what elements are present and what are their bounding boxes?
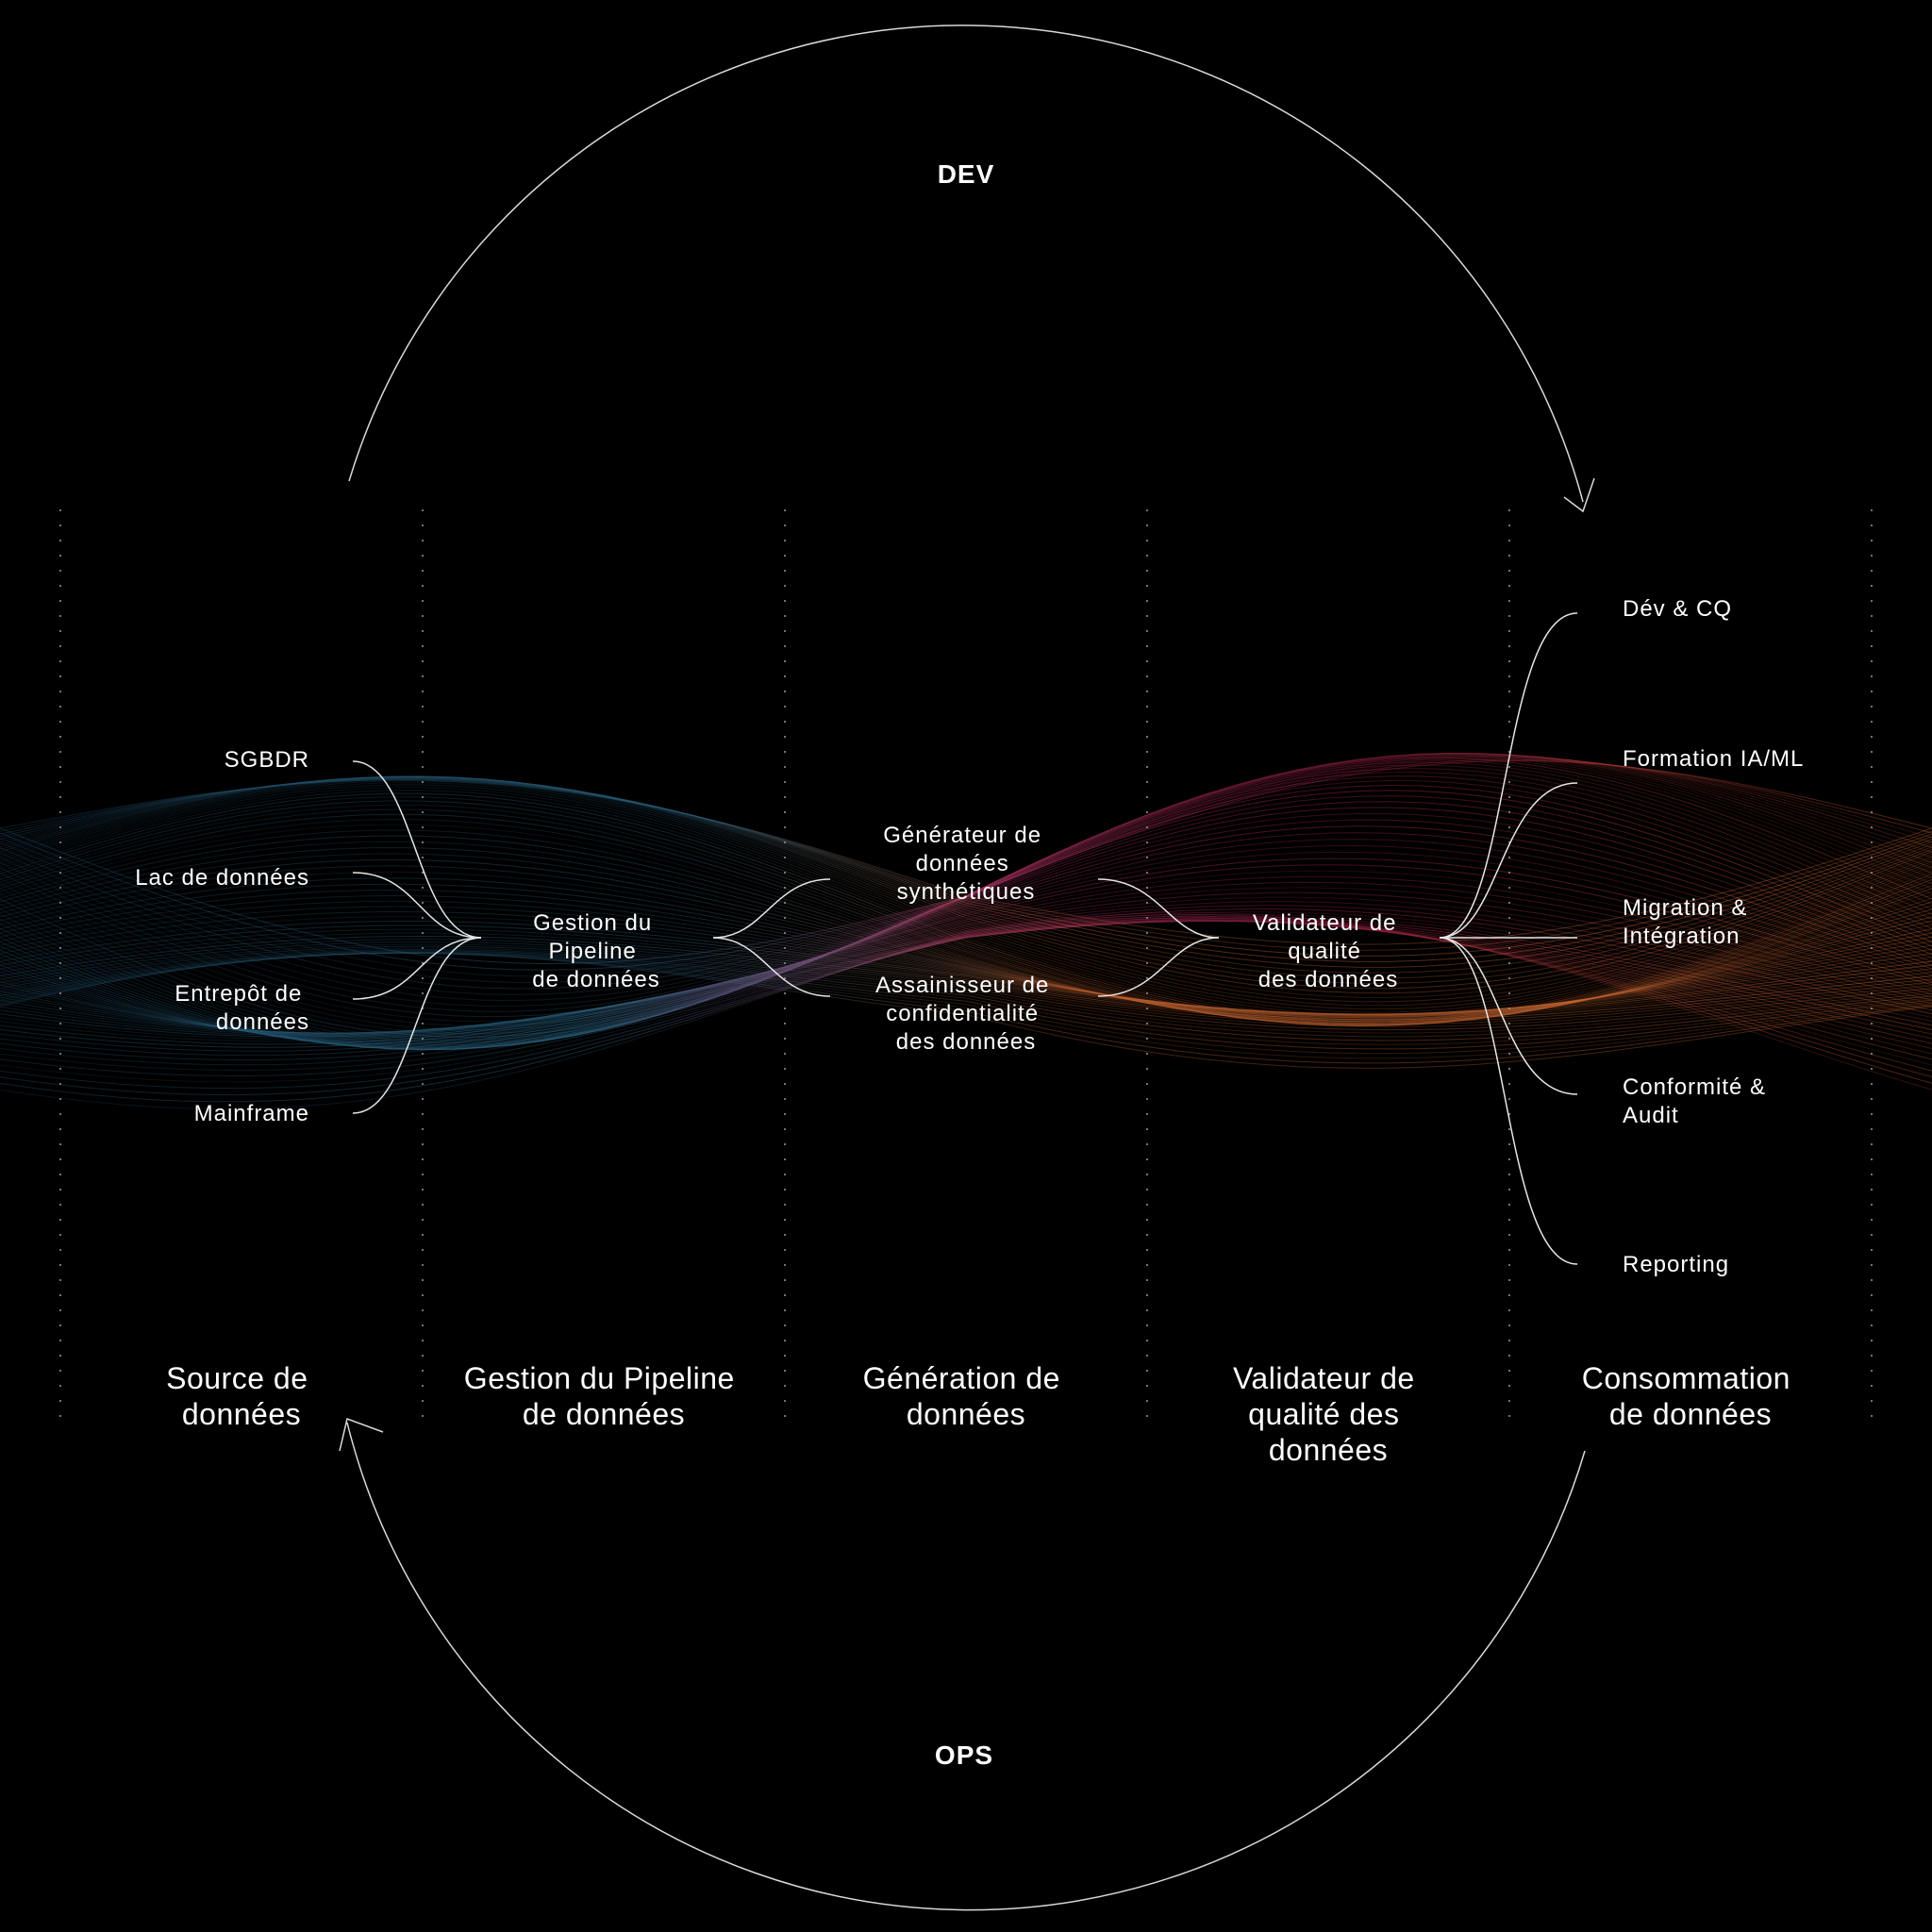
- consumer-reporting: Reporting: [1623, 1252, 1729, 1277]
- stage-generation: Génération de données: [863, 1361, 1070, 1431]
- stage-labels: Source de données Gestion du Pipeline de…: [166, 1361, 1799, 1467]
- generateur-node-label: Générateur de données synthétiques: [883, 823, 1048, 905]
- dev-cycle-arc: [349, 25, 1583, 502]
- ops-label: OPS: [935, 1740, 993, 1770]
- consumer-conformite: Conformité & Audit: [1623, 1074, 1774, 1128]
- connector-lac: [353, 873, 481, 938]
- consumer-formation: Formation IA/ML: [1623, 746, 1804, 772]
- source-mainframe: Mainframe: [194, 1101, 309, 1126]
- stage-pipeline: Gestion du Pipeline de données: [464, 1361, 743, 1431]
- source-lac: Lac de données: [135, 865, 309, 891]
- ops-arrowhead-icon: [340, 1419, 383, 1451]
- validateur-node-label: Validateur de qualité des données: [1253, 910, 1404, 992]
- consumer-dev-cq: Dév & CQ: [1623, 596, 1732, 622]
- dev-arrowhead-icon: [1564, 478, 1594, 511]
- assainisseur-node-label: Assainisseur de confidentialité des donn…: [875, 973, 1057, 1055]
- ops-cycle-arc: [347, 1423, 1585, 1910]
- pipeline-node-label: Gestion du Pipeline de données: [532, 910, 659, 992]
- stage-validateur: Validateur de qualité des données: [1233, 1361, 1424, 1467]
- source-sgbdr: SGBDR: [225, 747, 309, 773]
- stage-source: Source de données: [166, 1361, 317, 1431]
- stage-consommation: Consommation de données: [1582, 1361, 1800, 1431]
- dev-label: DEV: [938, 159, 995, 189]
